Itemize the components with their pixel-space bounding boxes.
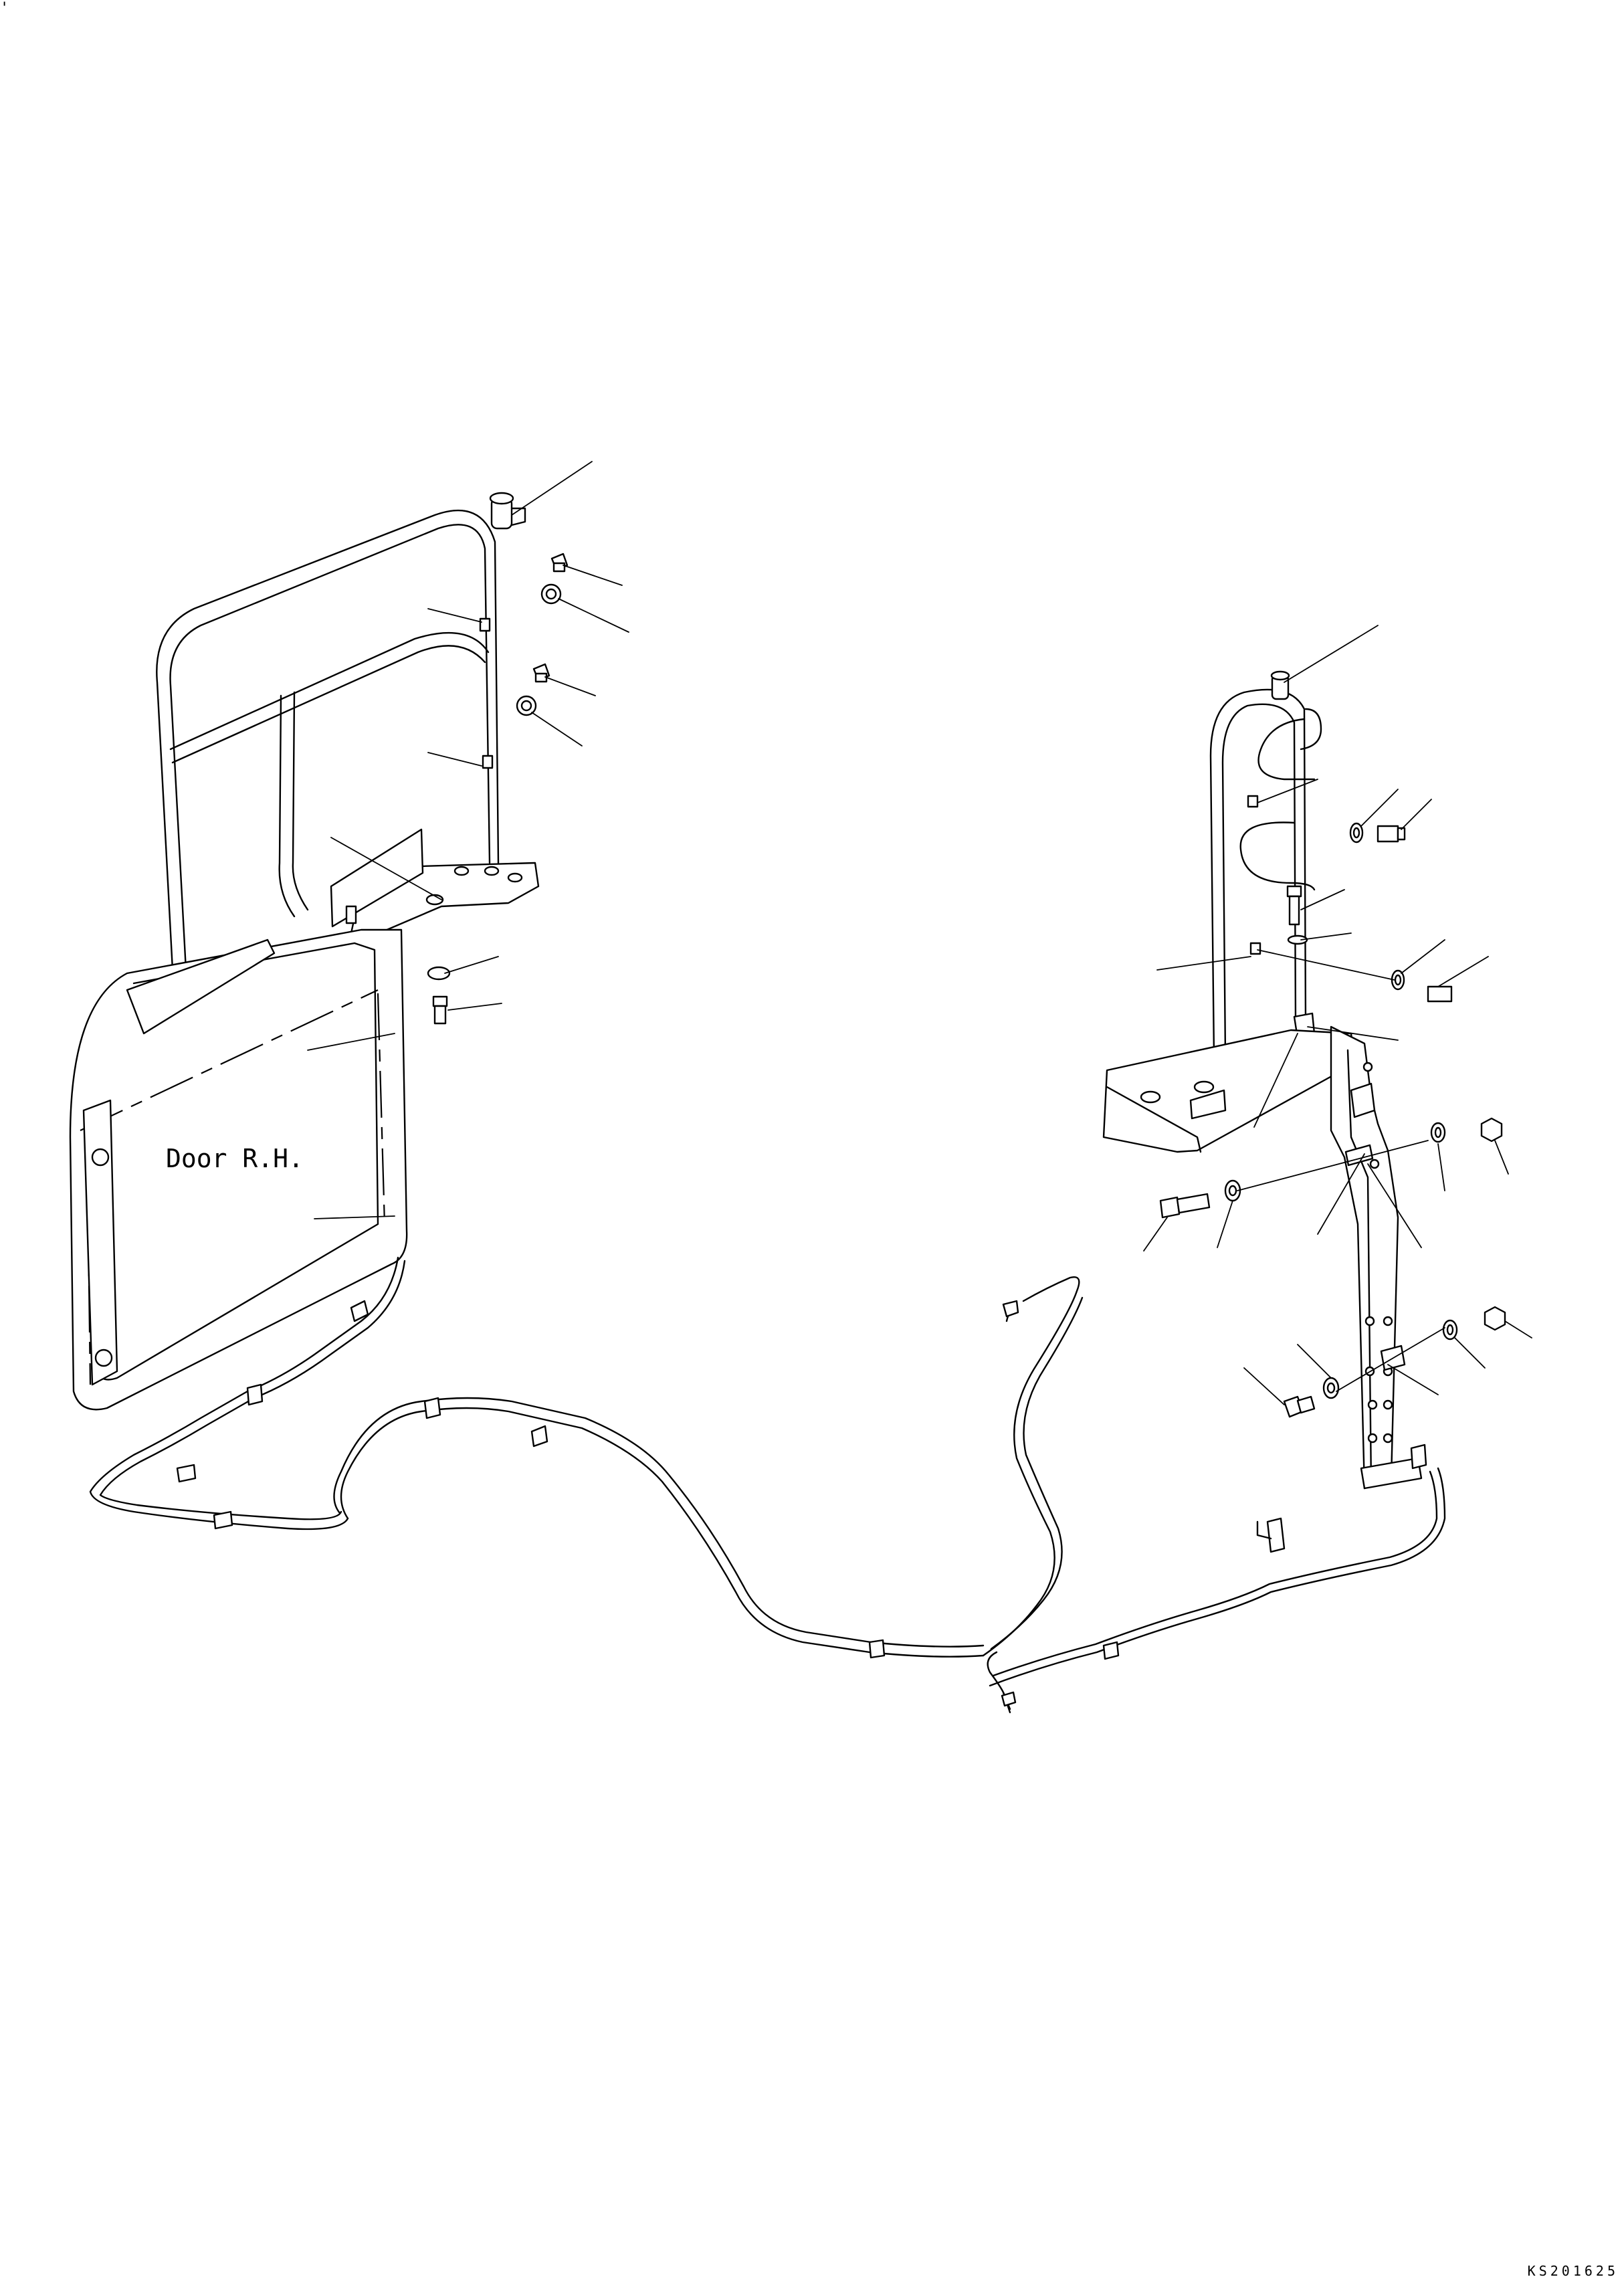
door-handrail-assembly: Door R.H. [69, 461, 629, 1411]
door-trim [126, 938, 276, 1035]
drawing-code: KS201625 [1527, 2263, 1619, 2279]
door-hardware [427, 553, 569, 1025]
wiring-harness [89, 1256, 1446, 1714]
column-handrail-assembly [1102, 625, 1532, 1490]
rail-clip [482, 755, 494, 769]
column-hardware [1159, 822, 1506, 1418]
door-label: Door R.H. [166, 1144, 304, 1173]
corner-mark: ' [0, 0, 9, 17]
rail-base-plate [1102, 1029, 1356, 1153]
door-panel [69, 928, 408, 1411]
leader-lines-right [1143, 625, 1532, 1405]
rail-clip [479, 617, 491, 632]
foot-bracket [1360, 1457, 1423, 1490]
post-cap-top [489, 492, 514, 505]
door-side-rail [82, 1099, 118, 1386]
mounting-bracket [330, 828, 424, 928]
leader-lines-left [307, 461, 629, 1219]
